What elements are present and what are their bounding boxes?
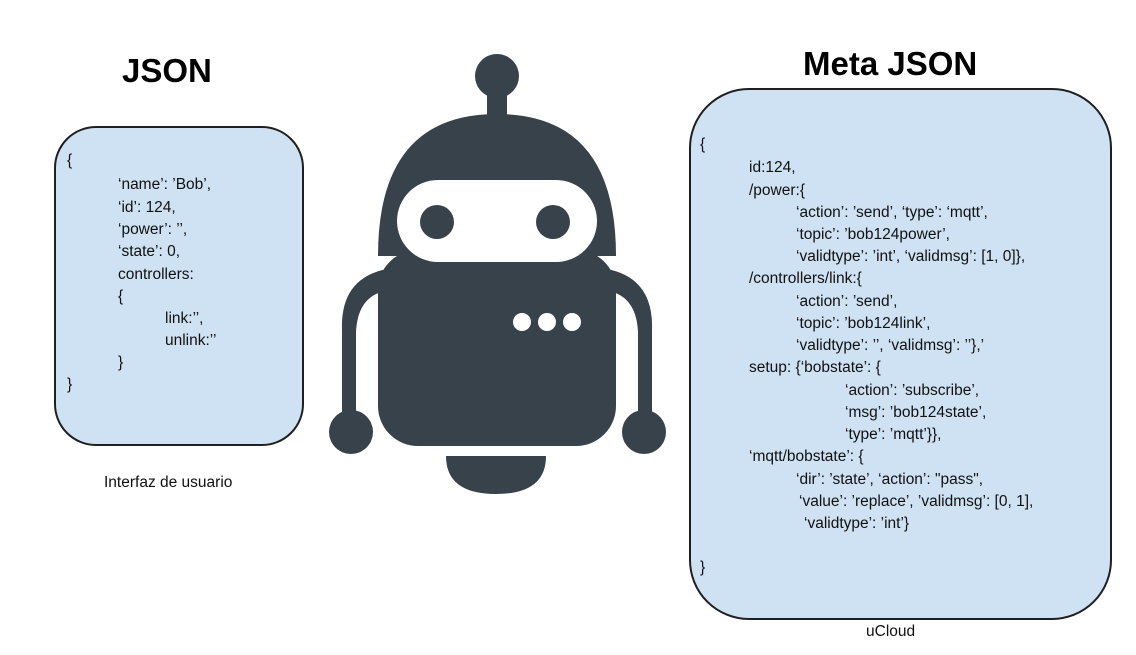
meta-line-mqtt-bobstate: ‘mqtt/bobstate’: {: [749, 448, 864, 465]
meta-line-power-validtype: ‘validtype’: ’int’, ‘validmsg’: [1, 0]},: [796, 248, 1026, 265]
meta-line-link-topic: ‘topic’: ’bob124link’,: [796, 315, 931, 332]
user-interface-caption: Interfaz de usuario: [104, 474, 233, 491]
json-line-controllers-close: }: [118, 354, 124, 371]
meta-line-mqtt-value: ‘value’: ’replace’, ’validmsg’: [0, 1],: [799, 493, 1034, 510]
meta-line-power: /power:{: [749, 182, 806, 199]
meta-line-link-action: ‘action’: ’send’,: [796, 293, 898, 310]
json-line-open-brace: {: [67, 152, 73, 169]
json-line-controllers: controllers:: [118, 266, 194, 283]
meta-json-panel: [689, 88, 1112, 620]
json-panel: [54, 126, 304, 446]
meta-line-setup-msg: ‘msg’: ’bob124state’,: [845, 404, 987, 421]
meta-line-setup: setup: {‘bobstate’: {: [749, 359, 881, 376]
meta-line-mqtt-validtype: ‘validtype’: ’int’}: [804, 515, 910, 532]
meta-line-setup-type: ‘type’: ’mqtt’}},: [845, 426, 942, 443]
json-line-id: ‘id’: 124,: [118, 199, 176, 216]
json-title: JSON: [122, 52, 212, 89]
meta-line-setup-action: ‘action’: ’subscribe’,: [845, 382, 980, 399]
json-line-link: link:’’,: [165, 310, 204, 327]
json-line-power: ‘power’: ’’,: [118, 221, 188, 238]
meta-line-power-action: ‘action’: ’send’, ‘type’: ‘mqtt’,: [796, 204, 988, 221]
json-line-unlink: unlink:’’: [165, 332, 217, 349]
json-line-name: ‘name’: ’Bob’,: [118, 176, 212, 193]
meta-line-mqtt-dir: ‘dir’: ’state’, ‘action’: "pass",: [796, 471, 984, 488]
ucloud-caption: uCloud: [866, 623, 916, 640]
meta-line-open-brace: {: [700, 136, 706, 153]
meta-line-controllers-link: /controllers/link:{: [749, 270, 862, 287]
json-line-controllers-open: {: [118, 288, 124, 305]
meta-line-power-topic: ‘topic’: ’bob124power’,: [796, 226, 950, 243]
robot-icon: [329, 54, 666, 494]
meta-line-link-validtype: ‘validtype’: ’’, ‘validmsg’: ’’},’: [796, 337, 985, 354]
json-line-close-brace: }: [67, 376, 73, 393]
meta-line-id: id:124,: [749, 159, 796, 176]
meta-json-title: Meta JSON: [803, 45, 978, 82]
meta-line-close-brace: }: [700, 559, 706, 576]
json-line-state: ‘state’: 0,: [118, 243, 181, 260]
